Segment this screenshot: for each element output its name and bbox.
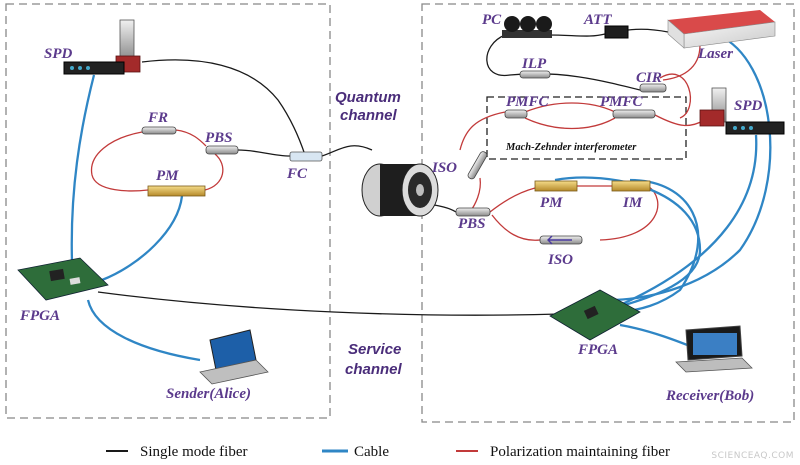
- pmfc-1-device: [504, 109, 528, 119]
- fiber-att-laser: [627, 28, 669, 33]
- pm-fiber-pbs-pm: [489, 187, 536, 213]
- label-cir: CIR: [636, 70, 662, 86]
- label-spd-left: SPD: [44, 46, 73, 62]
- att-device: [604, 25, 629, 39]
- label-att: ATT: [583, 12, 612, 28]
- label-receiver: Receiver(Bob): [665, 388, 754, 404]
- cable-im-fpga-right: [619, 178, 700, 314]
- label-pmfc-1: PMFC: [506, 94, 550, 110]
- iso-1-device: [467, 151, 488, 180]
- label-sender: Sender(Alice): [166, 386, 251, 402]
- label-fpga-left: FPGA: [19, 308, 60, 324]
- fpga-right-device: [549, 289, 641, 341]
- pmfc-2-device: [612, 109, 656, 119]
- label-pc: PC: [482, 12, 502, 28]
- bob-laptop-device: [675, 325, 753, 373]
- fiber-pbs-fc: [237, 149, 291, 157]
- ilp-device: [519, 70, 551, 79]
- cable-pm-fpga: [101, 195, 184, 282]
- label-pmfc-2: PMFC: [600, 94, 644, 110]
- pc-device: [502, 16, 552, 38]
- laser-device: [667, 10, 776, 49]
- label-iso-2: ISO: [547, 252, 573, 268]
- pm-fiber-mzi-iso: [459, 111, 506, 151]
- label-pbs-left: PBS: [205, 130, 233, 146]
- pm-fiber-pmfc-spd: [654, 114, 706, 127]
- fiber-pc-ilp-loop: [486, 34, 641, 91]
- fr-device: [141, 126, 177, 135]
- pm-fiber-fr-pbs: [175, 129, 207, 147]
- label-quantum-channel-1: Quantum: [335, 89, 401, 106]
- cable-spd-fpga-right: [619, 134, 758, 307]
- cable-pm-fpga-right: [554, 176, 702, 310]
- label-spd-right: SPD: [734, 98, 763, 114]
- watermark: SCIENCEAQ.COM: [711, 451, 794, 461]
- cable-spd-fpga: [70, 74, 96, 263]
- spd-right-device: [699, 87, 785, 135]
- legend-cable: Cable: [354, 444, 389, 460]
- pm-left-device: [147, 185, 206, 197]
- pm-fiber-cir-loop: [659, 73, 692, 119]
- fpga-left-device: [17, 257, 109, 301]
- pbs-right-device: [455, 207, 491, 217]
- alice-laptop-device: [199, 329, 269, 385]
- pm-fiber-iso-pbs: [469, 177, 481, 213]
- cable-laser-fpga: [609, 33, 772, 302]
- fiber-spd-fc: [141, 59, 306, 156]
- pm-fiber-mzi-top: [524, 102, 616, 113]
- cir-device: [639, 83, 667, 93]
- label-iso-1: ISO: [431, 160, 457, 176]
- label-fc: FC: [286, 166, 308, 182]
- pbs-left-device: [205, 145, 239, 155]
- legend-single-mode: Single mode fiber: [140, 444, 247, 460]
- im-device: [611, 180, 651, 192]
- pm-fiber-fr-loop: [90, 131, 149, 192]
- mzi-box: [486, 96, 687, 160]
- label-im: IM: [622, 195, 643, 211]
- legend: Single mode fiber Cable Polarization mai…: [106, 444, 670, 460]
- label-laser: Laser: [697, 46, 733, 62]
- label-service-channel-1: Service: [348, 341, 401, 358]
- fiber-fc-spool: [321, 145, 373, 157]
- label-pbs-right: PBS: [458, 216, 486, 232]
- legend-pm-fiber: Polarization maintaining fiber: [490, 444, 670, 460]
- service-channel-fiber: [97, 291, 561, 316]
- cable-fpga-alice: [86, 299, 201, 362]
- label-mzi: Mach-Zehnder interferometer: [505, 142, 637, 153]
- fiber-spool: [361, 163, 439, 217]
- spd-left-device: [63, 19, 141, 75]
- label-pm-left: PM: [156, 168, 179, 184]
- label-pm-right: PM: [540, 195, 563, 211]
- label-quantum-channel-2: channel: [340, 107, 398, 124]
- label-fr: FR: [147, 110, 168, 126]
- iso-2-arrow: [547, 235, 572, 245]
- fiber-pc-att: [547, 33, 606, 37]
- label-ilp: ILP: [521, 56, 547, 72]
- sender-panel: [5, 3, 331, 419]
- label-fpga-right: FPGA: [577, 342, 618, 358]
- pm-fiber-laser-cir: [662, 44, 701, 81]
- pm-right-device: [534, 180, 578, 192]
- pm-fiber-pm-pbs: [204, 153, 224, 191]
- label-service-channel-2: channel: [345, 361, 403, 378]
- fc-device: [289, 151, 323, 162]
- pm-fiber-mzi-bot: [524, 117, 616, 130]
- pm-fiber-iso-pbs-return: [491, 214, 541, 241]
